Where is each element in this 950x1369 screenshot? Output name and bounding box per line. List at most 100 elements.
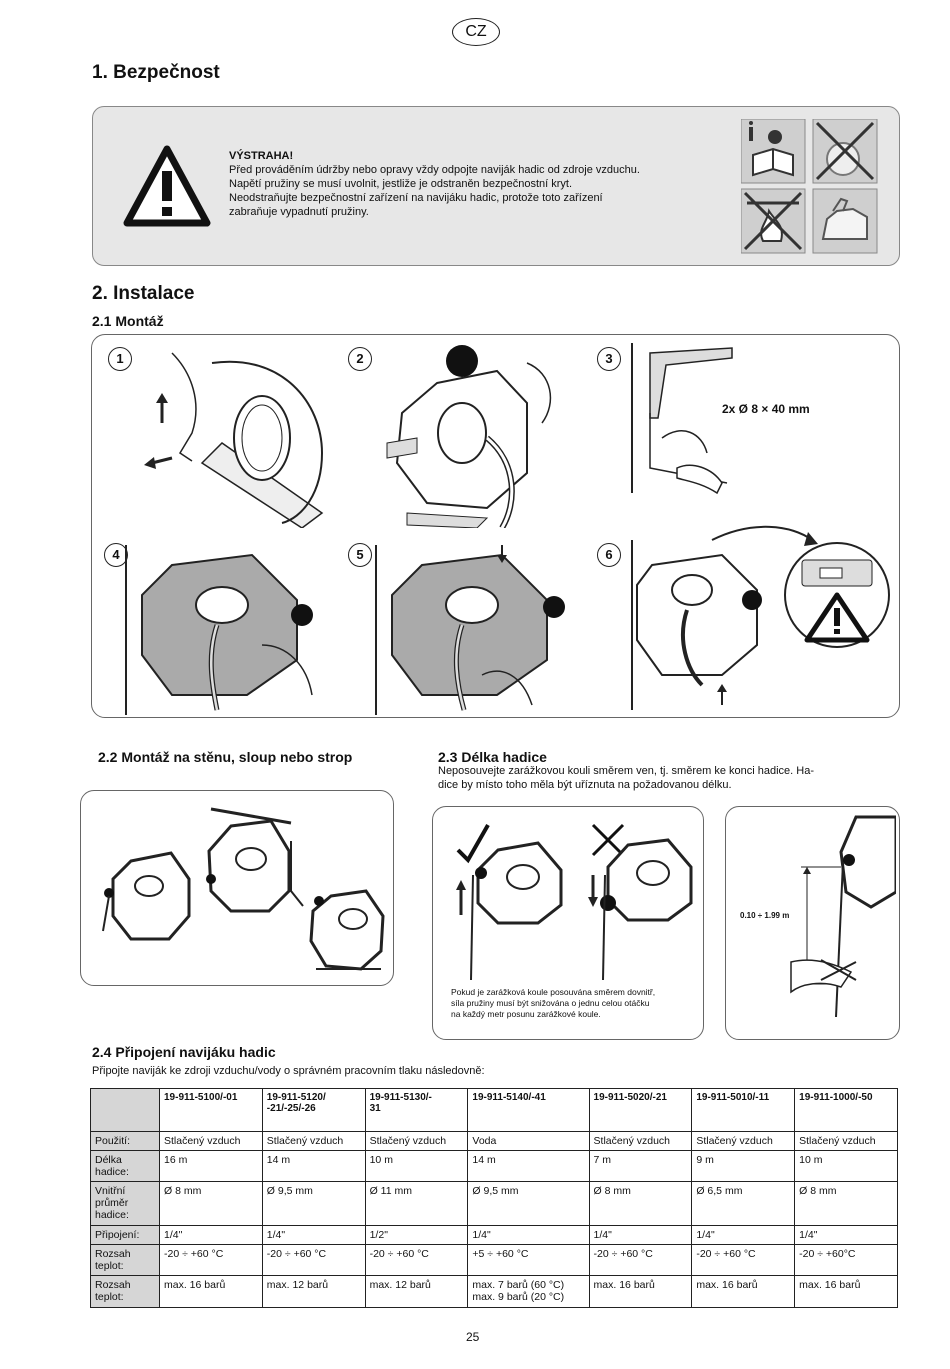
table-cell: -20 ÷ +60°C (794, 1244, 898, 1276)
spec-table: 19-911-5100/-01 19-911-5120/ -21/-25/-26… (90, 1088, 898, 1308)
table-cell: Stlačený vzduch (261, 1131, 366, 1151)
step2-illustration (386, 345, 552, 528)
step-number: 1 (108, 347, 132, 371)
table-cell: Ø 8 mm (588, 1181, 693, 1226)
gloves-icon (812, 188, 878, 254)
no-fire-icon (741, 188, 806, 254)
text-line: dice by místo toho měla být uříznuta na … (438, 779, 732, 791)
table-cell: Ø 8 mm (794, 1181, 898, 1226)
stop-ball-note: Pokud je zarážková koule posouvána směre… (451, 987, 701, 1020)
subsection-title-wall-mount: 2.2 Montáž na stěnu, sloup nebo strop (98, 749, 353, 765)
warning-triangle-icon (123, 145, 211, 227)
table-cell: Stlačený vzduch (794, 1131, 898, 1151)
check-mark-icon (456, 824, 490, 864)
table-cell: -20 ÷ +60 °C (364, 1244, 469, 1276)
table-cell: 14 m (467, 1150, 590, 1182)
step-number: 5 (348, 543, 372, 567)
table-header-cell: 19-911-5130/- 31 (364, 1088, 469, 1132)
table-cell: max. 12 barů (364, 1275, 469, 1308)
step-number: 4 (104, 543, 128, 567)
cross-mark-icon (591, 823, 625, 857)
table-cell: Stlačený vzduch (588, 1131, 693, 1151)
table-cell: Ø 9,5 mm (467, 1181, 590, 1226)
table-cell: Voda (467, 1131, 590, 1151)
text-line: síla pružiny musí být snižována o jednu … (451, 998, 650, 1008)
section-title-safety: 1. Bezpečnost (92, 62, 220, 83)
table-cell: max. 16 barů (588, 1275, 693, 1308)
table-cell: -20 ÷ +60 °C (159, 1244, 263, 1276)
wall-mount-illustration (102, 807, 385, 971)
step-number: 6 (597, 543, 621, 567)
table-header-cell: 19-911-5010/-11 (691, 1088, 796, 1132)
table-cell: 1/4" (261, 1225, 366, 1245)
table-cell: 10 m (364, 1150, 469, 1182)
safety-pictograms (741, 119, 878, 254)
table-cell: 1/4" (467, 1225, 590, 1245)
table-cell: 1/4" (159, 1225, 263, 1245)
text-line: na každý metr posunu zarážkové koule. (451, 1009, 601, 1019)
mounting-steps-panel: 1 2 3 4 5 6 2x Ø 8 × 40 mm (91, 334, 900, 718)
step6-illustration (631, 525, 890, 710)
table-cell: 1/4" (691, 1225, 796, 1245)
table-cell: Stlačený vzduch (364, 1131, 469, 1151)
step-number: 2 (348, 347, 372, 371)
row-label-cell: Vnitřní průměr hadice: (90, 1181, 160, 1226)
language-badge: CZ (452, 18, 500, 46)
table-cell: Ø 8 mm (159, 1181, 263, 1226)
step5-illustration (375, 545, 565, 715)
stop-ball-panel: Pokud je zarážková koule posouvána směre… (432, 806, 704, 1040)
table-cell: 10 m (794, 1150, 898, 1182)
row-label-cell: Připojení: (90, 1225, 160, 1245)
table-cell: -20 ÷ +60 °C (261, 1244, 366, 1276)
table-cell: +5 ÷ +60 °C (467, 1244, 590, 1276)
table-header-row: 19-911-5100/-01 19-911-5120/ -21/-25/-26… (90, 1088, 898, 1132)
table-cell: 14 m (261, 1150, 366, 1182)
table-row: Rozsah teplot:-20 ÷ +60 °C-20 ÷ +60 °C-2… (90, 1244, 898, 1276)
row-label-cell: Použití: (90, 1131, 160, 1151)
table-corner-cell (90, 1088, 160, 1132)
subsection-title-mounting: 2.1 Montáž (92, 313, 164, 329)
table-cell: max. 12 barů (261, 1275, 366, 1308)
table-cell: 1/4" (794, 1225, 898, 1245)
table-cell: 9 m (691, 1150, 796, 1182)
no-disassembly-icon (812, 119, 878, 184)
hose-cut-illustration (790, 815, 896, 1018)
table-cell: 1/4" (588, 1225, 693, 1245)
table-cell: -20 ÷ +60 °C (691, 1244, 796, 1276)
table-cell: max. 16 barů (159, 1275, 263, 1308)
text-line: Pokud je zarážková koule posouvána směre… (451, 987, 656, 997)
table-cell: 7 m (588, 1150, 693, 1182)
connection-text: Připojte naviják ke zdroji vzduchu/vody … (92, 1065, 485, 1077)
table-cell: Ø 6,5 mm (691, 1181, 796, 1226)
table-header-cell: 19-911-5140/-41 (467, 1088, 590, 1132)
table-cell: Ø 11 mm (364, 1181, 469, 1226)
step-number: 3 (597, 347, 621, 371)
table-cell: Ø 9,5 mm (261, 1181, 366, 1226)
warning-line: Neodstraňujte bezpečnostní zařízení na n… (229, 192, 603, 204)
step1-illustration (144, 352, 324, 528)
table-cell: 1/2" (364, 1225, 469, 1245)
subsection-title-connection: 2.4 Připojení navijáku hadic (92, 1044, 276, 1060)
warning-text: VÝSTRAHA! Před prováděním údržby nebo op… (229, 149, 749, 219)
warning-box: VÝSTRAHA! Před prováděním údržby nebo op… (92, 106, 900, 266)
read-manual-icon (741, 119, 806, 184)
table-cell: 16 m (159, 1150, 263, 1182)
table-cell: max. 16 barů (691, 1275, 796, 1308)
screw-spec-label: 2x Ø 8 × 40 mm (722, 402, 810, 416)
subsection-title-hose-length: 2.3 Délka hadice (438, 749, 547, 765)
stop-ball-illustration (456, 823, 693, 980)
table-cell: Stlačený vzduch (159, 1131, 263, 1151)
table-cell: max. 16 barů (794, 1275, 898, 1308)
length-range-label: 0.10 ÷ 1.99 m (740, 911, 790, 920)
step4-illustration (125, 545, 313, 715)
warning-line: zabraňuje vypadnutí pružiny. (229, 206, 369, 218)
row-label-cell: Rozsah teplot: (90, 1244, 160, 1276)
table-cell: max. 7 barů (60 °C) max. 9 barů (20 °C) (467, 1275, 590, 1308)
wall-mount-panel (80, 790, 394, 986)
table-row: Připojení:1/4"1/4"1/2"1/4"1/4"1/4"1/4" (90, 1225, 898, 1245)
warning-line: Napětí pružiny se musí uvolnit, jestliže… (229, 178, 573, 190)
row-label-cell: Délka hadice: (90, 1150, 160, 1182)
